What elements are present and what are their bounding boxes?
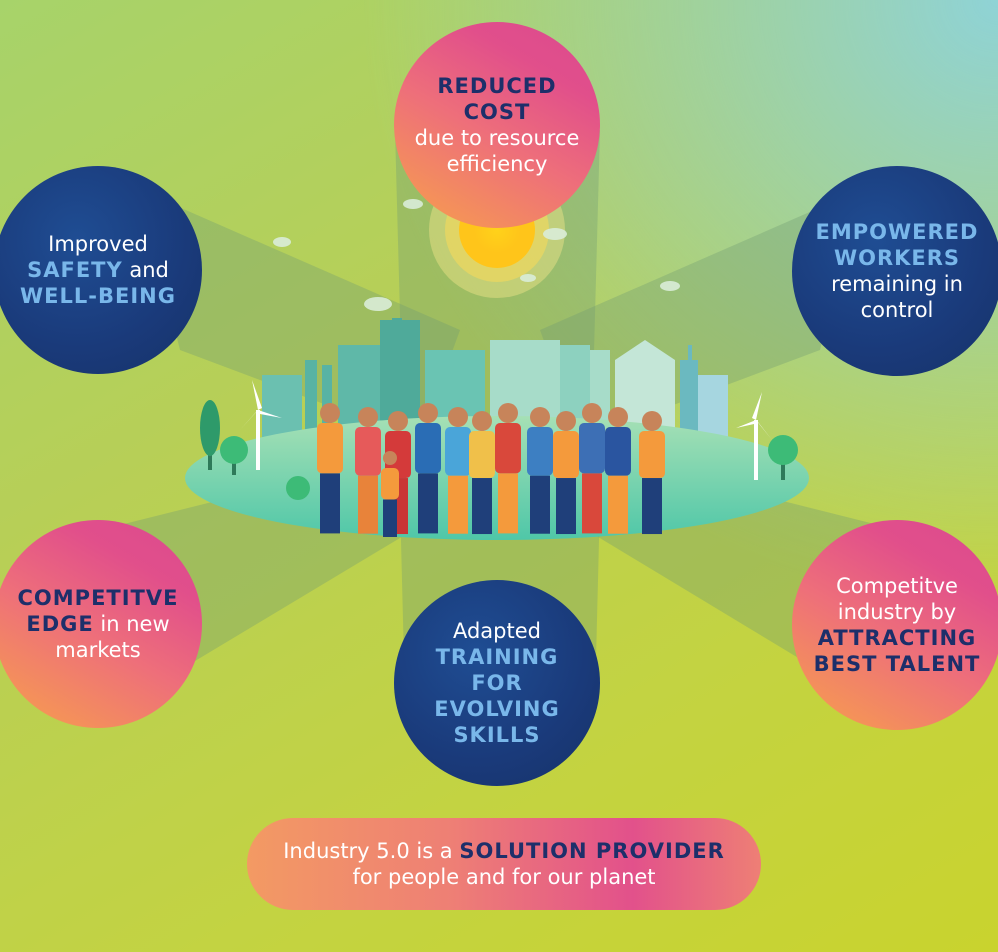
person-head [358, 407, 378, 427]
person-head [320, 403, 340, 423]
banner-line1-start: Industry 5.0 is a [283, 839, 460, 863]
person-legs [448, 475, 468, 534]
person-legs [472, 478, 492, 535]
person-legs [498, 473, 518, 534]
person-body [469, 431, 495, 479]
banner-keyword: SOLUTION PROVIDER [459, 839, 725, 863]
workers-keyword: WORKERS [833, 246, 961, 270]
person-head [472, 411, 492, 431]
evolving-keyword: FOR EVOLVING [434, 671, 560, 721]
wind-turbine-icon [240, 380, 772, 480]
person-head [388, 411, 408, 431]
tree-icon [200, 400, 798, 500]
person-body [639, 431, 665, 479]
person-legs [383, 499, 397, 537]
talent-line1: Competitve [836, 574, 958, 598]
reduced-cost-heading: REDUCED COST [437, 74, 557, 124]
reduced-cost-circle: REDUCED COST due to resource efficiency [394, 22, 600, 228]
person-body [495, 423, 521, 474]
person-body [579, 423, 605, 474]
empowered-workers-circle: EMPOWERED WORKERS remaining in control [792, 166, 998, 376]
best-talent-circle: Competitve industry by ATTRACTING BEST T… [792, 520, 998, 730]
best-talent-keyword: BEST TALENT [813, 652, 981, 676]
person-legs [642, 478, 662, 535]
training-keyword: TRAINING [435, 645, 559, 669]
people-group-illustration [317, 403, 665, 537]
person-head [418, 403, 438, 423]
person-legs [358, 475, 378, 534]
edge-line3: markets [55, 638, 141, 662]
edge-keyword: EDGE [26, 612, 94, 636]
person-legs [556, 478, 576, 535]
person-body [553, 431, 579, 479]
competitive-edge-circle: COMPETITVE EDGE in new markets [0, 520, 202, 728]
competitive-keyword: COMPETITVE [17, 586, 179, 610]
person-head [582, 403, 602, 423]
person-legs [320, 473, 340, 534]
person-legs [608, 475, 628, 534]
person-body [317, 423, 343, 474]
person-head [530, 407, 550, 427]
cloud-icon [273, 199, 680, 311]
person-head [608, 407, 628, 427]
wellbeing-keyword: WELL-BEING [20, 284, 176, 308]
person-body [355, 427, 381, 476]
reduced-cost-line3: efficiency [446, 152, 548, 176]
attracting-keyword: ATTRACTING [817, 626, 977, 650]
skills-keyword: SKILLS [453, 723, 541, 747]
empowered-line3: remaining in [831, 272, 963, 296]
talent-line2: industry by [837, 600, 957, 624]
person-legs [530, 475, 550, 534]
solution-provider-banner: Industry 5.0 is a SOLUTION PROVIDER for … [247, 818, 761, 910]
person-head [556, 411, 576, 431]
person-head [642, 411, 662, 431]
reduced-cost-line2: due to resource [414, 126, 580, 150]
empowered-keyword: EMPOWERED [815, 220, 979, 244]
person-body [527, 427, 553, 476]
person-body [415, 423, 441, 474]
safety-keyword: SAFETY [27, 258, 123, 282]
training-line1: Adapted [452, 619, 541, 643]
banner-line2: for people and for our planet [352, 865, 656, 889]
person-head [383, 451, 397, 465]
person-head [498, 403, 518, 423]
person-legs [582, 473, 602, 534]
safety-wellbeing-circle: Improved SAFETY and WELL-BEING [0, 166, 202, 374]
person-body [385, 431, 411, 479]
person-head [448, 407, 468, 427]
safety-line1: Improved [48, 232, 148, 256]
person-body [381, 468, 399, 500]
person-legs [418, 473, 438, 534]
person-body [605, 427, 631, 476]
person-body [445, 427, 471, 476]
training-skills-circle: Adapted TRAINING FOR EVOLVING SKILLS [394, 580, 600, 786]
safety-line2-rest: and [122, 258, 169, 282]
empowered-line4: control [860, 298, 934, 322]
edge-line2-rest: in new [93, 612, 170, 636]
